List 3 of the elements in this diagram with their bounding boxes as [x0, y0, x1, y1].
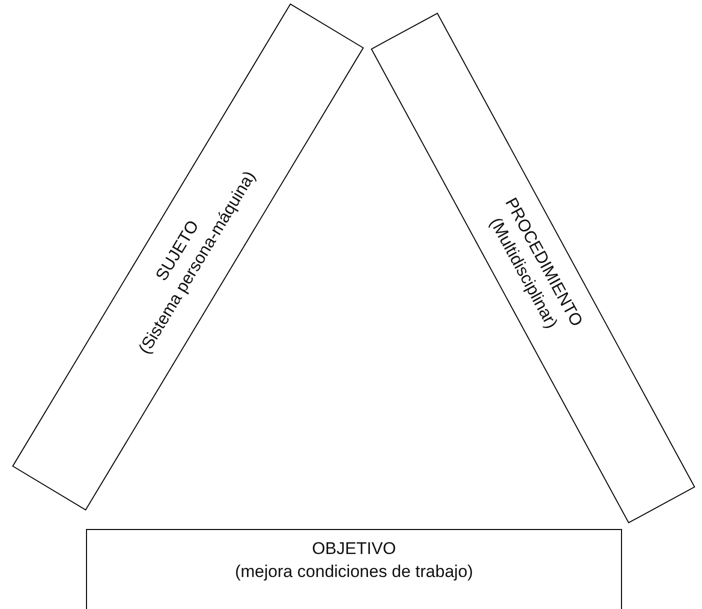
- band-subtitle: (mejora condiciones de trabajo): [234, 560, 474, 583]
- band: [86, 529, 622, 609]
- band-heading: OBJETIVO: [312, 538, 396, 560]
